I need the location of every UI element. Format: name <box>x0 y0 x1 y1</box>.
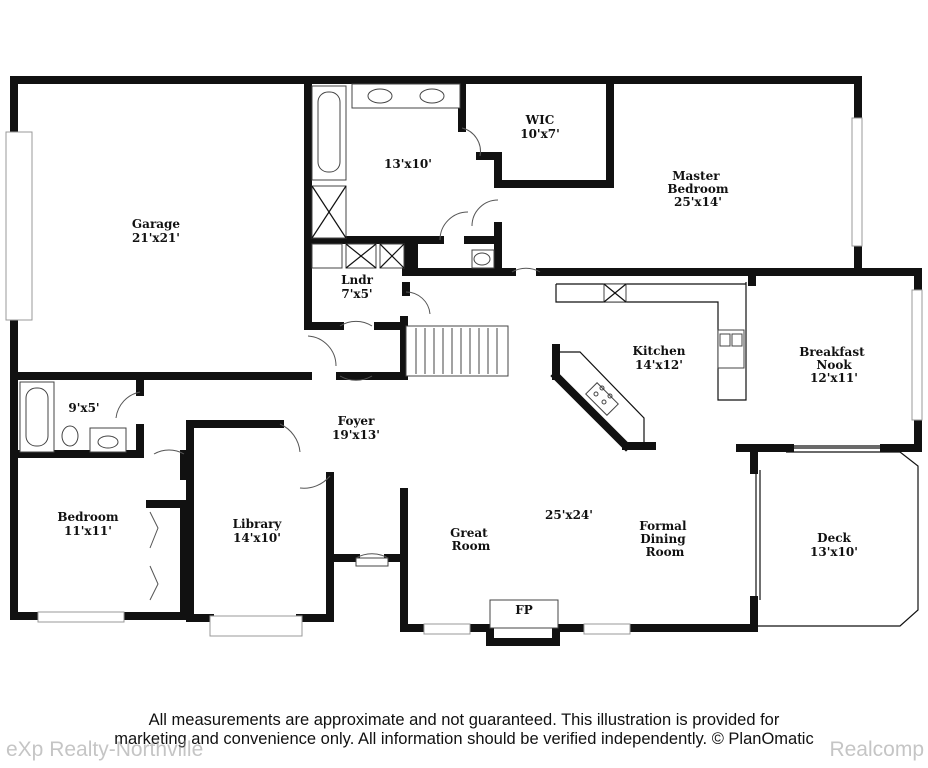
dim-master-bedroom: 25'x14' <box>674 195 722 209</box>
dim-bath-2: 9'x5' <box>68 401 99 415</box>
dim-foyer: 19'x13' <box>332 428 380 442</box>
dim-master-bath: 13'x10' <box>384 157 432 171</box>
label-laundry: Lndr <box>341 273 374 287</box>
label-formal-dining-line1: Formal <box>639 519 687 533</box>
label-formal-dining: Formal Dining Room <box>639 519 690 559</box>
label-master-bedroom-line2: Bedroom <box>667 182 728 196</box>
disclaimer-line-2: marketing and convenience only. All info… <box>114 730 814 748</box>
doors <box>115 127 541 601</box>
label-formal-dining-line2: Dining <box>640 532 686 546</box>
label-great-room: Great Room <box>450 526 492 553</box>
dim-bedroom: 11'x11' <box>64 524 112 538</box>
label-wic: WIC <box>525 113 555 127</box>
dim-kitchen: 14'x12' <box>635 358 683 372</box>
stairs <box>405 325 509 377</box>
fixtures <box>19 83 912 629</box>
watermark-left: eXp Realty-Northville <box>6 738 204 761</box>
dim-deck: 13'x10' <box>810 545 858 559</box>
label-breakfast-nook-line2: Nook <box>816 358 852 372</box>
label-library: Library <box>233 517 283 531</box>
label-foyer: Foyer <box>338 414 375 428</box>
label-master-bedroom-line1: Master <box>672 169 720 183</box>
label-breakfast-nook-line1: Breakfast <box>799 345 865 359</box>
dim-great-dining: 25'x24' <box>545 508 593 522</box>
label-breakfast-nook: Breakfast Nook <box>799 345 869 372</box>
room-labels: Garage 21'x21' 13'x10' WIC 10'x7' Master… <box>57 113 869 617</box>
dim-garage: 21'x21' <box>132 231 180 245</box>
label-formal-dining-line3: Room <box>646 545 685 559</box>
dim-breakfast-nook: 12'x11' <box>810 371 858 385</box>
floor-plan: Garage 21'x21' 13'x10' WIC 10'x7' Master… <box>5 76 923 646</box>
label-kitchen: Kitchen <box>633 344 686 358</box>
label-garage: Garage <box>132 217 181 231</box>
windows <box>5 117 923 637</box>
label-great-room-line1: Great <box>450 526 488 540</box>
deck-outline <box>755 447 919 627</box>
label-fireplace: FP <box>515 603 533 617</box>
dim-laundry: 7'x5' <box>341 287 372 301</box>
label-great-room-line2: Room <box>452 539 491 553</box>
dim-wic: 10'x7' <box>520 127 560 141</box>
watermark-right: Realcomp <box>829 738 924 761</box>
label-master-bedroom: Master Bedroom <box>667 169 728 196</box>
label-deck: Deck <box>817 531 851 545</box>
dim-library: 14'x10' <box>233 531 281 545</box>
label-bedroom: Bedroom <box>57 510 118 524</box>
disclaimer-line-1: All measurements are approximate and not… <box>148 711 780 729</box>
